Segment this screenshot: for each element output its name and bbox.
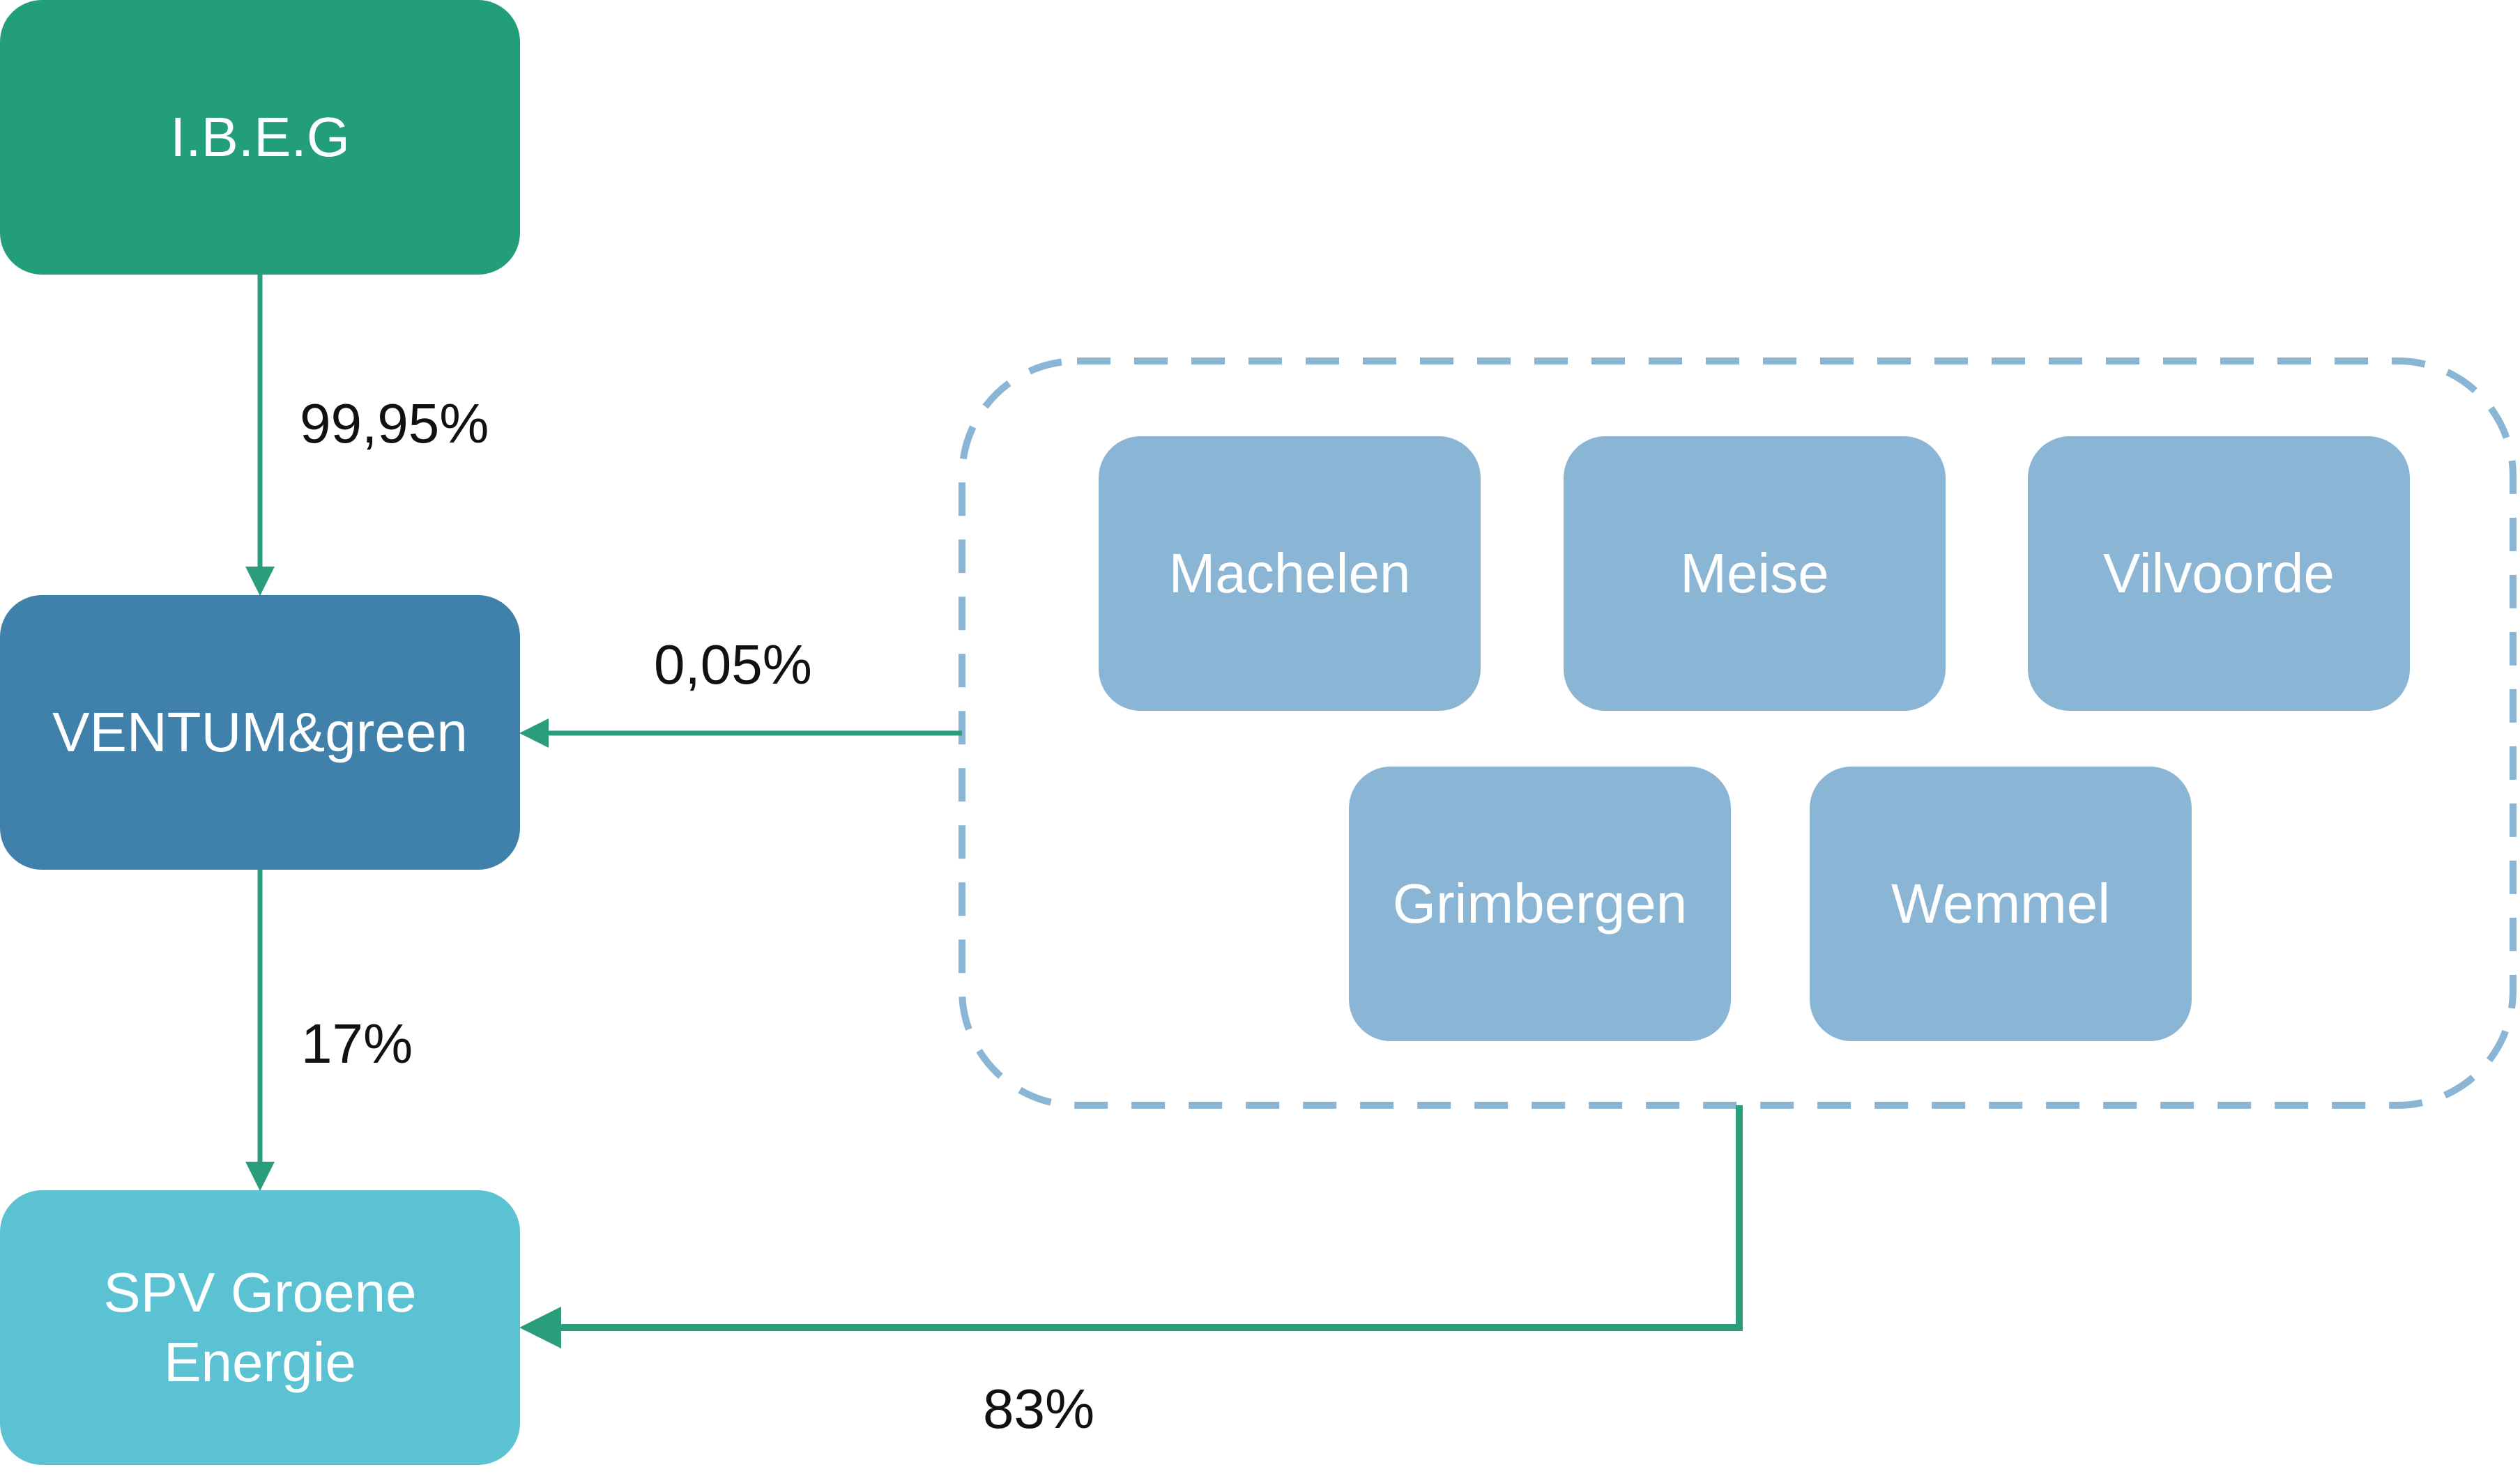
edge-label-ibeg-ventum: 99,95% [300, 392, 489, 454]
node-ventum-green-label: VENTUM&green [52, 701, 468, 763]
node-meise: Meise [1564, 436, 1946, 711]
node-machelen-label: Machelen [1168, 542, 1411, 604]
node-vilvoorde: Vilvoorde [2028, 436, 2410, 711]
node-ibeg-label: I.B.E.G [170, 106, 350, 168]
node-vilvoorde-label: Vilvoorde [2102, 542, 2335, 604]
node-wemmel-label: Wemmel [1891, 872, 2111, 935]
edge-label-ventum-spv: 17% [301, 1013, 413, 1075]
node-ibeg: I.B.E.G [0, 0, 520, 275]
node-wemmel: Wemmel [1810, 767, 2192, 1041]
node-grimbergen-label: Grimbergen [1392, 872, 1688, 935]
node-spv-label-line1: SPV Groene [103, 1261, 417, 1323]
node-ventum-green: VENTUM&green [0, 595, 520, 870]
node-machelen: Machelen [1099, 436, 1481, 711]
arrow-group-to-spv [519, 1105, 1743, 1348]
node-spv-label-line2: Energie [164, 1331, 356, 1393]
edge-label-group-spv: 83% [983, 1378, 1095, 1440]
node-meise-label: Meise [1680, 542, 1829, 604]
node-spv-groene-energie: SPV Groene Energie [0, 1190, 520, 1465]
edge-label-group-ventum: 0,05% [654, 633, 812, 695]
node-spv-label: SPV Groene Energie [103, 1258, 416, 1397]
node-grimbergen: Grimbergen [1349, 767, 1731, 1041]
